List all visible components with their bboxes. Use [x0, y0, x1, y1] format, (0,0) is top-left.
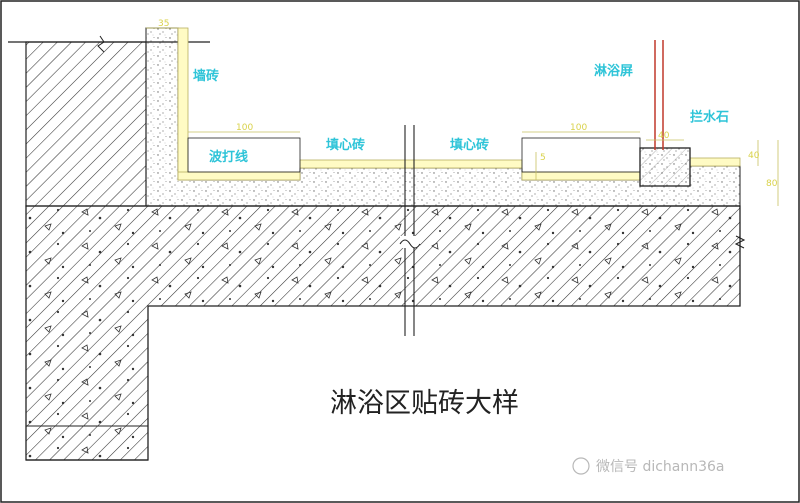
drawing-title: 淋浴区贴砖大样 [330, 388, 519, 419]
dim-wave-width-1: 100 [236, 123, 253, 133]
watermark: 微信号 dichann36a [572, 457, 725, 475]
break-line [399, 125, 421, 336]
label-filler-tile-2: 填心砖 [450, 137, 489, 153]
label-water-stop-stone: 拦水石 [690, 109, 729, 125]
tile-layer [177, 27, 741, 181]
dim-step-right: 40 [748, 151, 760, 161]
dim-stone-height: 80 [766, 179, 778, 189]
wechat-icon [572, 457, 590, 475]
left-wall [8, 35, 210, 207]
label-wave-line: 波打线 [209, 149, 248, 165]
dim-wall-width: 35 [158, 19, 169, 29]
dim-step-small: 5 [540, 153, 546, 163]
label-shower-screen: 淋浴屏 [594, 63, 633, 79]
dim-screen-width: 40 [658, 131, 670, 141]
shower-screen-glass [654, 40, 664, 150]
label-wall-tile: 墙砖 [193, 68, 219, 84]
watermark-text: 微信号 dichann36a [596, 459, 725, 475]
label-filler-tile-1: 填心砖 [326, 137, 365, 153]
dimension-lines [146, 27, 779, 206]
dim-wave-width-2: 100 [570, 123, 587, 133]
water-stop-stone-block [639, 147, 691, 187]
